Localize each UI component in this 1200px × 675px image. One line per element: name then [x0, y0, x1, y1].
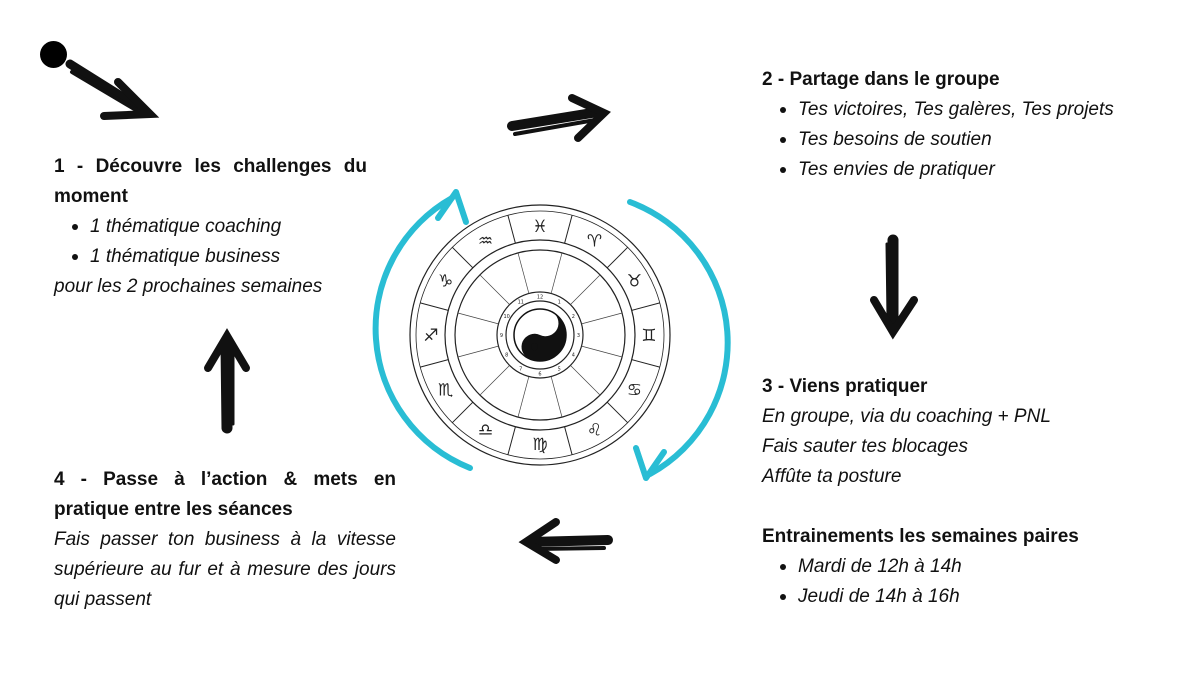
zodiac-divider	[632, 360, 660, 368]
zodiac-divider	[420, 303, 448, 311]
zodiac-divider	[632, 303, 660, 311]
zodiac-sign-icon: ♑	[438, 272, 453, 292]
house-divider	[570, 365, 600, 395]
zodiac-sign-icon: ♋	[627, 381, 642, 401]
zodiac-divider	[607, 402, 628, 423]
step-3-block: 3 - Viens pratiquer En groupe, via du co…	[762, 372, 1182, 612]
cycle-arrowhead-left-icon	[438, 192, 466, 222]
house-number: 7	[519, 366, 522, 372]
zodiac-divider	[607, 247, 628, 268]
training-list: Mardi de 12h à 14h Jeudi de 14h à 16h	[762, 552, 1182, 612]
list-item: 1 thématique coaching	[54, 212, 367, 242]
house-divider	[551, 377, 562, 418]
house-number: 9	[500, 333, 503, 339]
house-number: 3	[577, 333, 580, 339]
step-3-title: 3 - Viens pratiquer	[762, 372, 1182, 402]
yin-yang-dot	[531, 343, 538, 350]
zodiac-sign-icon: ♉	[627, 272, 642, 292]
zodiac-divider	[452, 247, 473, 268]
zodiac-divider	[565, 215, 573, 243]
step-1-footer: pour les 2 prochaines semaines	[54, 272, 367, 302]
house-number: 12	[537, 295, 543, 301]
cycle-arrowhead-right-icon	[636, 448, 664, 478]
step-1-title: 1 - Découvre les challenges du moment	[54, 152, 367, 212]
house-number: 1	[558, 300, 561, 306]
zodiac-divider	[508, 427, 516, 455]
zodiac-divider	[452, 402, 473, 423]
house-divider	[480, 365, 510, 395]
training-title: Entrainements les semaines paires	[762, 522, 1182, 552]
zodiac-sign-icon: ♎	[478, 420, 493, 440]
house-number: 11	[518, 300, 524, 306]
list-item: Jeudi de 14h à 16h	[762, 582, 1182, 612]
zodiac-divider	[565, 427, 573, 455]
house-divider	[480, 275, 510, 305]
step-4-block: 4 - Passe à l’action & mets en pratique …	[54, 465, 396, 615]
zodiac-sign-icon: ♍	[532, 435, 547, 455]
list-item: 1 thématique business	[54, 242, 367, 272]
zodiac-sign-icon: ♒	[478, 232, 493, 252]
list-item: Tes besoins de soutien	[762, 125, 1182, 155]
zodiac-sign-icon: ♈	[587, 232, 602, 252]
step-1-block: 1 - Découvre les challenges du moment 1 …	[54, 152, 367, 302]
step-4-title: 4 - Passe à l’action & mets en pratique …	[54, 465, 396, 525]
zodiac-sign-icon: ♐	[423, 326, 438, 346]
zodiac-divider	[508, 215, 516, 243]
house-divider	[582, 346, 623, 357]
zodiac-sign-icon: ♌	[587, 420, 602, 440]
house-number: 4	[572, 352, 575, 358]
house-number: 5	[558, 366, 561, 372]
list-item: Tes envies de pratiquer	[762, 155, 1182, 185]
house-number: 10	[503, 314, 509, 320]
step-2-list: Tes victoires, Tes galères, Tes projets …	[762, 95, 1182, 185]
step-2-block: 2 - Partage dans le groupe Tes victoires…	[762, 65, 1182, 185]
house-divider	[518, 253, 529, 294]
house-number: 6	[538, 372, 541, 378]
list-item: Tes victoires, Tes galères, Tes projets	[762, 95, 1182, 125]
step-2-title: 2 - Partage dans le groupe	[762, 65, 1182, 95]
list-item: Mardi de 12h à 14h	[762, 552, 1182, 582]
house-divider	[570, 275, 600, 305]
house-divider	[518, 377, 529, 418]
step-4-body: Fais passer ton business à la vitesse su…	[54, 525, 396, 615]
house-divider	[551, 253, 562, 294]
house-number: 2	[572, 314, 575, 320]
step-3-line: Affûte ta posture	[762, 462, 1182, 492]
zodiac-sign-icon: ♓	[532, 217, 547, 237]
house-divider	[582, 313, 623, 324]
house-number: 8	[505, 352, 508, 358]
zodiac-divider	[420, 360, 448, 368]
zodiac-sign-icon: ♏	[438, 381, 453, 401]
house-divider	[458, 313, 499, 324]
step-3-line: En groupe, via du coaching + PNL	[762, 402, 1182, 432]
step-3-line: Fais sauter tes blocages	[762, 432, 1182, 462]
yin-yang-dot	[542, 320, 549, 327]
house-divider	[458, 346, 499, 357]
step-1-list: 1 thématique coaching 1 thématique busin…	[54, 212, 367, 272]
zodiac-sign-icon: ♊	[641, 326, 656, 346]
